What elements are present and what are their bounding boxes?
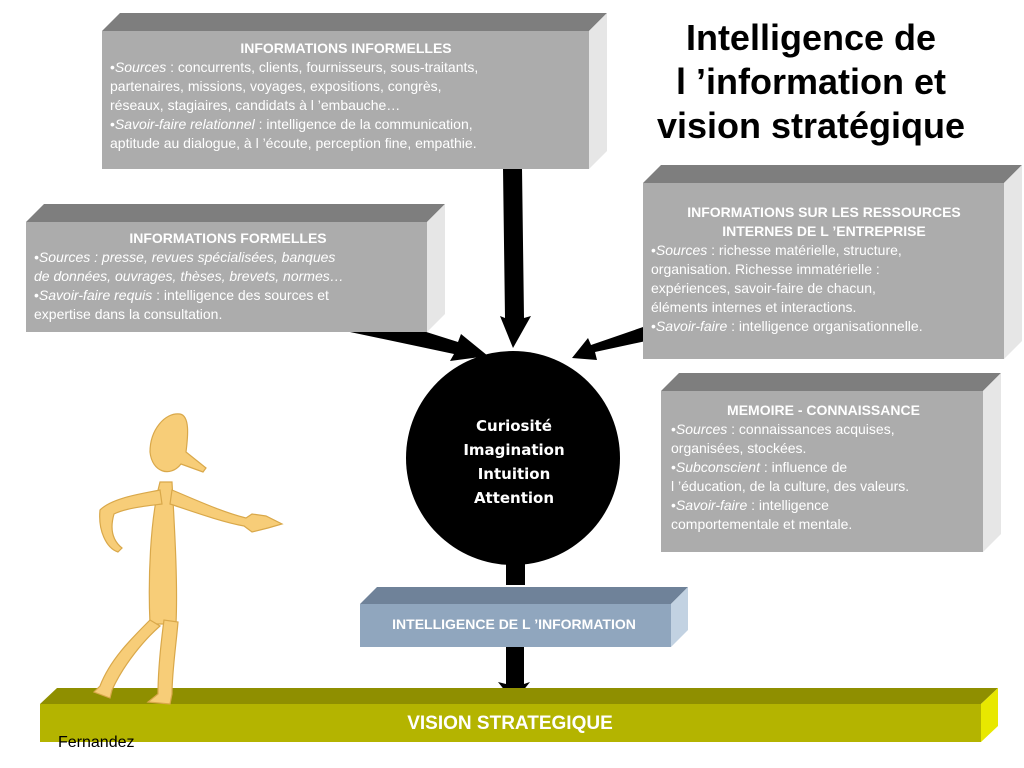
- formelles-b1-line2: de données, ouvrages, thèses, brevets, n…: [34, 268, 344, 284]
- circle-text: Curiosité Imagination Intuition Attentio…: [440, 414, 588, 510]
- vision-bar: [40, 688, 998, 742]
- bullet-mark: •: [671, 421, 676, 437]
- ressources-bullet-1: •Sources : richesse matérielle, structur…: [651, 241, 997, 260]
- ressources-title-1: INFORMATIONS SUR LES RESSOURCES: [687, 204, 961, 220]
- ressources-b1-line3: expériences, savoir-faire de chacun,: [651, 280, 876, 296]
- circle-line-2: Imagination: [463, 441, 565, 459]
- memoire-b3-label: Savoir-faire: [675, 497, 748, 513]
- ressources-b1-line1: : richesse matérielle, structure,: [707, 242, 902, 258]
- author-name: Fernandez: [58, 734, 135, 751]
- title-line-2: l ’information et: [676, 61, 946, 102]
- intelligence-box-label: INTELLIGENCE DE L ’INFORMATION: [392, 616, 636, 632]
- memoire-b3-line1: : intelligence: [747, 497, 829, 513]
- central-circle: [406, 351, 620, 565]
- circle-line-4: Attention: [473, 489, 555, 507]
- memoire-bullet-3: •Savoir-faire : intelligence: [671, 496, 976, 515]
- informelles-b2-label: Savoir-faire relationnel: [114, 116, 255, 132]
- formelles-bullet-1: •Sources : presse, revues spécialisées, …: [34, 248, 422, 267]
- bullet-mark: •: [671, 497, 676, 513]
- title-line-3: vision stratégique: [656, 105, 966, 146]
- arrow-from-ressources: [572, 326, 646, 360]
- figure-right-leg: [146, 619, 179, 705]
- ressources-title-2: INTERNES DE L ’ENTREPRISE: [722, 223, 926, 239]
- bullet-mark: •: [110, 116, 115, 132]
- title-line-1: Intelligence de: [685, 17, 937, 58]
- formelles-b1-line1: Sources : presse, revues spécialisées, b…: [38, 249, 336, 265]
- arrow-from-informelles: [500, 168, 531, 348]
- memoire-b1-label: Sources: [675, 421, 728, 437]
- ressources-b1-line4: éléments internes et interactions.: [651, 299, 857, 315]
- formelles-b2-label: Savoir-faire requis: [38, 287, 153, 303]
- informelles-title: INFORMATIONS INFORMELLES: [240, 40, 452, 56]
- figure-left-arm: [99, 489, 163, 553]
- informelles-b1-line2: partenaires, missions, voyages, expositi…: [110, 78, 442, 94]
- memoire-b2-line1: : influence de: [759, 459, 848, 475]
- figure-right-arm: [169, 489, 284, 533]
- memoire-b1-line2: organisées, stockées.: [671, 440, 807, 456]
- informelles-b2-line1: : intelligence de la communication,: [254, 116, 473, 132]
- bullet-mark: •: [651, 242, 656, 258]
- informelles-b1-line3: réseaux, stagiaires, candidats à l ’emba…: [110, 97, 401, 113]
- arrow-circle-to-intelligence: [506, 560, 525, 585]
- memoire-text: MEMOIRE - CONNAISSANCE •Sources : connai…: [671, 401, 976, 534]
- ressources-bullet-2: •Savoir-faire : intelligence organisatio…: [651, 317, 997, 336]
- box-memoire: [661, 373, 1001, 552]
- informelles-b1-line1: : concurrents, clients, fournisseurs, so…: [166, 59, 479, 75]
- informelles-b1-label: Sources: [114, 59, 167, 75]
- bullet-mark: •: [110, 59, 115, 75]
- memoire-bullet-1: •Sources : connaissances acquises,: [671, 420, 976, 439]
- formelles-bullet-2: •Savoir-faire requis : intelligence des …: [34, 286, 422, 305]
- arrow-from-formelles: [350, 330, 488, 361]
- memoire-b3-line2: comportementale et mentale.: [671, 516, 853, 532]
- bullet-mark: •: [34, 249, 39, 265]
- pointing-figure: [92, 413, 284, 705]
- informelles-bullet-2: •Savoir-faire relationnel : intelligence…: [110, 115, 582, 134]
- ressources-b2-label: Savoir-faire: [655, 318, 728, 334]
- formelles-title: INFORMATIONS FORMELLES: [129, 230, 327, 246]
- ressources-text: INFORMATIONS SUR LES RESSOURCES INTERNES…: [651, 203, 997, 336]
- memoire-b2-line2: l ’éducation, de la culture, des valeurs…: [671, 478, 910, 494]
- circle-line-3: Intuition: [477, 465, 551, 483]
- vision-bar-label: VISION STRATEGIQUE: [407, 713, 613, 734]
- figure-left-leg: [92, 619, 162, 699]
- figure-head: [149, 413, 207, 473]
- memoire-title: MEMOIRE - CONNAISSANCE: [727, 402, 920, 418]
- box-informelles: [102, 13, 607, 169]
- bullet-mark: •: [34, 287, 39, 303]
- circle-line-1: Curiosité: [476, 417, 552, 435]
- box-ressources: [643, 165, 1022, 359]
- formelles-b2-line2: expertise dans la consultation.: [34, 306, 223, 322]
- memoire-bullet-2: •Subconscient : influence de: [671, 458, 976, 477]
- ressources-b1-label: Sources: [655, 242, 708, 258]
- informelles-text: INFORMATIONS INFORMELLES •Sources : conc…: [110, 39, 582, 153]
- memoire-b1-line1: : connaissances acquises,: [727, 421, 895, 437]
- bullet-mark: •: [671, 459, 676, 475]
- ressources-b1-line2: organisation. Richesse immatérielle :: [651, 261, 880, 277]
- box-formelles: [26, 204, 445, 332]
- informelles-b2-line2: aptitude au dialogue, à l ’écoute, perce…: [110, 135, 477, 151]
- formelles-text: INFORMATIONS FORMELLES •Sources : presse…: [34, 229, 422, 324]
- memoire-b2-label: Subconscient: [675, 459, 760, 475]
- page-title: Intelligence de l ’information et vision…: [622, 16, 1000, 148]
- bullet-mark: •: [651, 318, 656, 334]
- formelles-b2-line1: : intelligence des sources et: [152, 287, 329, 303]
- informelles-bullet-1: •Sources : concurrents, clients, fournis…: [110, 58, 582, 77]
- box-intelligence: [360, 587, 688, 647]
- ressources-b2-line1: : intelligence organisationnelle.: [727, 318, 923, 334]
